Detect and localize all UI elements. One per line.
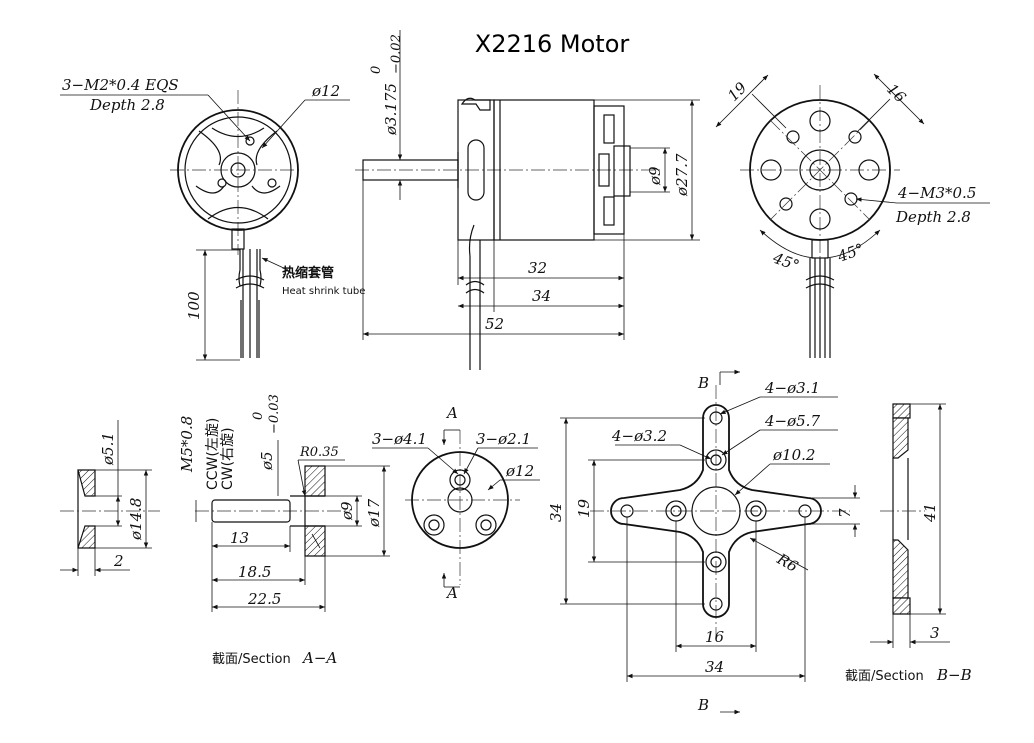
adapter-dia9-label: ø9 bbox=[338, 501, 356, 521]
side-view: ø3.175 0 −0.02 ø9 ø27.7 32 34 52 bbox=[355, 30, 700, 370]
section-b-mark-top: B bbox=[697, 374, 709, 392]
side-dia27-label: ø27.7 bbox=[673, 153, 691, 197]
adapter-dia5-tol-lower: −0.03 bbox=[267, 394, 282, 434]
washer-thickness-label: 2 bbox=[113, 552, 124, 570]
mount-dim34v-label: 34 bbox=[547, 503, 565, 522]
mount-dim16h-label: 16 bbox=[705, 628, 725, 646]
adapter-front-view: A A 3−ø4.1 3−ø2.1 ø12 bbox=[372, 404, 540, 602]
mount-dia10-label: ø10.2 bbox=[772, 446, 815, 464]
mount-holes57-label: 4−ø5.7 bbox=[764, 412, 820, 430]
rear-view: 19 16 45° 45° 4−M3*0.5 Depth 2.8 bbox=[715, 73, 990, 358]
mount-holes31-label: 4−ø3.1 bbox=[764, 379, 820, 397]
mount-dim19v-label: 19 bbox=[575, 498, 593, 518]
side-dia9-label: ø9 bbox=[646, 166, 664, 186]
adapter-len22-label: 22.5 bbox=[247, 590, 281, 608]
adapter-cw-label: CW(右旋) bbox=[220, 427, 236, 490]
shaft-dia-label: ø3.175 bbox=[382, 83, 400, 136]
mount-holes32-label: 4−ø3.2 bbox=[611, 427, 667, 445]
drawing-title: X2216 Motor bbox=[475, 30, 630, 58]
washer-section: ø5.1 ø14.8 2 bbox=[60, 420, 160, 576]
front-view: 100 3−M2*0.4 EQS Depth 2.8 ø12 热缩套管 Heat… bbox=[60, 76, 365, 361]
section-b-mark-bottom: B bbox=[697, 696, 709, 714]
heat-shrink-en: Heat shrink tube bbox=[282, 286, 365, 297]
shaft-tol-upper: 0 bbox=[369, 66, 384, 74]
front-diameter-label: ø12 bbox=[311, 82, 340, 100]
lead-length-label: 100 bbox=[185, 291, 203, 320]
adapter-thread-label: M5*0.8 bbox=[178, 416, 196, 473]
rear-angle-right: 45° bbox=[834, 240, 866, 266]
section-a-mark-top: A bbox=[445, 404, 458, 422]
shaft-tol-lower: −0.02 bbox=[389, 34, 404, 74]
adapter-ccw-label: CCW(左旋) bbox=[205, 418, 221, 490]
adapter-len18-label: 18.5 bbox=[238, 563, 271, 581]
mount-view: B B 4−ø3.1 4−ø5.7 4−ø3.2 ø10.2 R6 34 19 … bbox=[547, 369, 860, 715]
section-a-id: A−A bbox=[301, 649, 337, 667]
washer-dia14-label: ø14.8 bbox=[127, 498, 145, 541]
front-hole-depth: Depth 2.8 bbox=[89, 96, 165, 114]
adapter-dia12-label: ø12 bbox=[505, 462, 534, 480]
section-b-view: 41 3 截面/Section B−B bbox=[845, 403, 972, 684]
adapter-dia5-label: ø5 bbox=[258, 451, 276, 471]
front-hole-spec: 3−M2*0.4 EQS bbox=[62, 76, 179, 94]
heat-shrink-cn: 热缩套管 bbox=[282, 265, 334, 281]
prop-adapter-section: ø9 ø17 13 18.5 22.5 M5*0.8 CCW(左旋) CW(右旋… bbox=[178, 394, 390, 667]
rear-dim19-label: 19 bbox=[724, 78, 751, 105]
adapter-holes21-label: 3−ø2.1 bbox=[476, 430, 531, 448]
adapter-len13-label: 13 bbox=[230, 529, 249, 547]
adapter-holes41-label: 3−ø4.1 bbox=[372, 430, 427, 448]
mount-dim7-label: 7 bbox=[836, 508, 854, 518]
section-a-mark-bottom: A bbox=[445, 584, 458, 602]
rear-hole-depth: Depth 2.8 bbox=[895, 208, 971, 226]
adapter-radius-label: R0.35 bbox=[299, 445, 339, 460]
section-b-thickness-label: 3 bbox=[930, 624, 940, 642]
adapter-dia5-tol-upper: 0 bbox=[251, 412, 266, 420]
section-b-id: B−B bbox=[936, 666, 972, 684]
len52-label: 52 bbox=[485, 315, 504, 333]
rear-angle-left: 45° bbox=[770, 249, 802, 275]
len32-label: 32 bbox=[528, 259, 547, 277]
washer-dia5-label: ø5.1 bbox=[99, 432, 117, 466]
mount-dim34h-label: 34 bbox=[705, 658, 724, 676]
section-b-dim41-label: 41 bbox=[921, 503, 939, 523]
adapter-dia17-label: ø17 bbox=[365, 498, 383, 528]
len34-label: 34 bbox=[532, 287, 551, 305]
section-a-cn: 截面/Section bbox=[212, 652, 291, 667]
rear-dim16-label: 16 bbox=[883, 80, 910, 107]
rear-hole-spec: 4−M3*0.5 bbox=[897, 184, 976, 202]
section-b-cn: 截面/Section bbox=[845, 669, 924, 684]
